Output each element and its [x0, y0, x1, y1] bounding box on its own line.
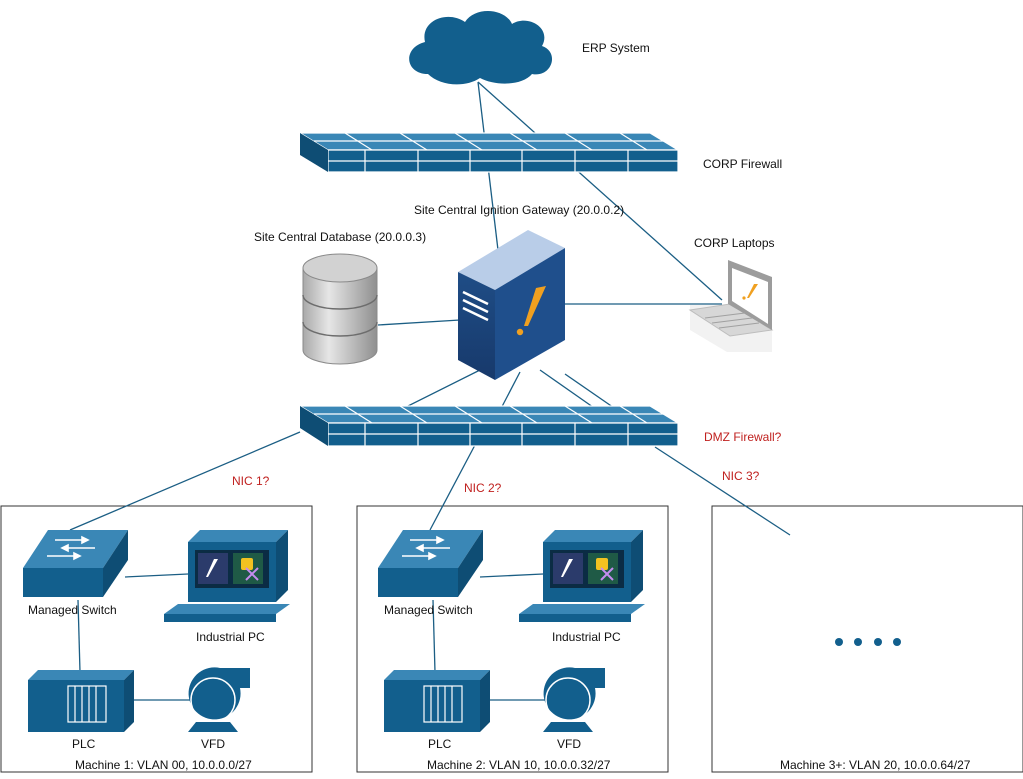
- industrial-pc-icon: [519, 530, 645, 622]
- erp-label: ERP System: [582, 41, 650, 55]
- gateway-label: Site Central Ignition Gateway (20.0.0.2): [414, 203, 624, 217]
- cloud-icon: [409, 10, 553, 85]
- database-label: Site Central Database (20.0.0.3): [254, 230, 426, 244]
- machine-3-caption: Machine 3+: VLAN 20, 10.0.0.64/27: [780, 758, 971, 772]
- switch-label-2: Managed Switch: [384, 603, 473, 617]
- plc-label-1: PLC: [72, 737, 96, 751]
- corp-firewall-icon: [297, 132, 681, 173]
- plc-icon: [384, 670, 490, 732]
- managed-switch-icon: [378, 530, 483, 597]
- switch-label-1: Managed Switch: [28, 603, 117, 617]
- corp-firewall-label: CORP Firewall: [703, 157, 782, 171]
- laptop-icon: [688, 260, 774, 352]
- machine-2-caption: Machine 2: VLAN 10, 10.0.0.32/27: [427, 758, 611, 772]
- machine-3-box: [711, 505, 1023, 773]
- vfd-label-2: VFD: [557, 737, 581, 751]
- database-icon: [302, 253, 378, 365]
- managed-switch-icon: [23, 530, 128, 597]
- nic2-label: NIC 2?: [464, 481, 502, 495]
- dmz-firewall-icon: [297, 405, 681, 447]
- plc-icon: [28, 670, 134, 732]
- vfd-label-1: VFD: [201, 737, 225, 751]
- industrial-pc-icon: [164, 530, 290, 622]
- plc-label-2: PLC: [428, 737, 452, 751]
- nic1-label: NIC 1?: [232, 474, 270, 488]
- ellipsis-icon: [835, 638, 901, 646]
- vfd-icon: [188, 667, 250, 732]
- vfd-icon: [543, 667, 605, 732]
- dmz-firewall-label: DMZ Firewall?: [704, 430, 782, 444]
- nic3-label: NIC 3?: [722, 469, 760, 483]
- server-icon: [458, 230, 565, 380]
- machine-1-caption: Machine 1: VLAN 00, 10.0.0.0/27: [75, 758, 252, 772]
- pc-label-1: Industrial PC: [196, 630, 265, 644]
- laptops-label: CORP Laptops: [694, 236, 775, 250]
- pc-label-2: Industrial PC: [552, 630, 621, 644]
